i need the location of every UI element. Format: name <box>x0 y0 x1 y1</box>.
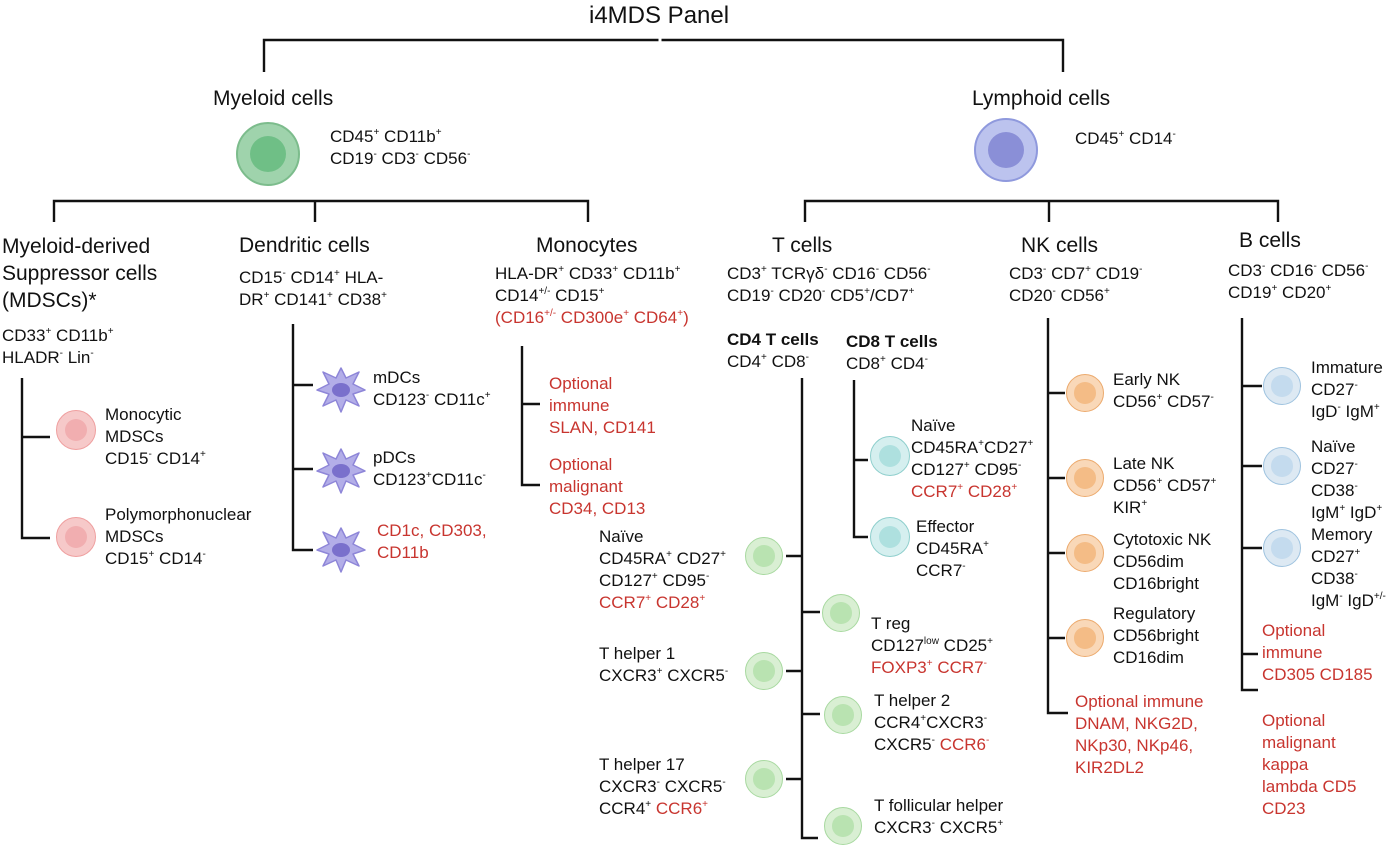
lymphoid-markers: CD45+ CD14- <box>1075 129 1176 148</box>
th2-label: T helper 2 CCR4+CXCR3- CXCR5- CCR6- <box>874 691 990 754</box>
cytotoxic-nk-cell-icon <box>1066 534 1104 572</box>
monocytes-heading: Monocytes <box>536 234 638 257</box>
memory-b-cell-icon <box>1263 529 1301 567</box>
th1-label: T helper 1 CXCR3+ CXCR5- <box>599 644 729 685</box>
dendritic-cell-icon <box>316 367 366 413</box>
dendritic-cell-icon <box>316 527 366 573</box>
mdcs-label: mDCs CD123- CD11c+ <box>373 368 491 409</box>
immature-b-cell-icon <box>1263 367 1301 405</box>
b-cells-markers: CD3- CD16- CD56- CD19+ CD20+ <box>1228 261 1369 302</box>
myeloid-cell-icon <box>236 122 300 186</box>
naive-b-cell-icon <box>1263 447 1301 485</box>
dendritic-heading: Dendritic cells <box>239 234 370 257</box>
myeloid-heading: Myeloid cells <box>213 87 334 110</box>
cd4-naive-label: Naïve CD45RA+ CD27+ CD127+ CD95- CCR7+ C… <box>599 527 726 612</box>
b-optional-immune: Optional immune CD305 CD185 <box>1262 621 1373 684</box>
cd4-naive-cell-icon <box>745 537 783 575</box>
lymphoid-heading: Lymphoid cells <box>972 87 1111 110</box>
nk-cells-heading: NK cells <box>1021 234 1099 257</box>
th1-cell-icon <box>745 652 783 690</box>
dendritic-markers: CD15- CD14+ HLA- DR+ CD141+ CD38+ <box>239 268 387 309</box>
treg-cell-icon <box>822 594 860 632</box>
immature-b-label: Immature CD27- IgD- IgM+ <box>1311 358 1383 421</box>
pdcs-label: pDCs CD123+CD11c- <box>373 448 486 489</box>
mdsc-heading: Myeloid-derived Suppressor cells (MDSCs)… <box>2 235 158 312</box>
b-optional-malignant: Optional malignant kappa lambda CD5 CD23 <box>1262 711 1357 818</box>
b-cells-heading: B cells <box>1239 229 1301 252</box>
t-cells-heading: T cells <box>772 234 833 257</box>
cd8-t-cells-heading: CD8 T cells CD8+ CD4- <box>846 332 938 373</box>
myeloid-markers: CD45+ CD11b+ CD19- CD3- CD56- <box>330 127 471 168</box>
regulatory-nk-cell-icon <box>1066 619 1104 657</box>
monocytic-mdsc-cell-icon <box>56 410 96 450</box>
lymphoid-cell-icon <box>974 118 1038 182</box>
treg-label: T reg CD127low CD25+ FOXP3+ CCR7- <box>871 614 993 677</box>
cd4-t-cells-heading: CD4 T cells CD4+ CD8- <box>727 330 819 371</box>
monocytes-optional-malignant: Optional malignant CD34, CD13 <box>549 455 646 518</box>
late-nk-cell-icon <box>1066 459 1104 497</box>
polymorphonuclear-mdsc-cell-icon <box>56 517 96 557</box>
th17-label: T helper 17 CXCR3- CXCR5- CCR4+ CCR6+ <box>599 755 726 818</box>
nk-optional-markers: Optional immune DNAM, NKG2D, NKp30, NKp4… <box>1075 692 1204 777</box>
naive-b-label: Naïve CD27- CD38- IgM+ IgD+ <box>1311 437 1383 522</box>
nk-cells-markers: CD3- CD7+ CD19- CD20- CD56+ <box>1009 264 1143 305</box>
page-title: i4MDS Panel <box>589 2 730 29</box>
monocytic-mdsc-label: Monocytic MDSCs CD15- CD14+ <box>105 405 206 468</box>
cd8-effector-label: Effector CD45RA+ CCR7- <box>916 517 989 580</box>
late-nk-label: Late NK CD56+ CD57+ KIR+ <box>1113 454 1217 517</box>
monocytes-markers: HLA-DR+ CD33+ CD11b+ CD14+/- CD15+ (CD16… <box>495 264 689 327</box>
regulatory-nk-label: Regulatory CD56bright CD16dim <box>1113 604 1199 667</box>
early-nk-label: Early NK CD56+ CD57- <box>1113 370 1214 411</box>
cd8-naive-cell-icon <box>870 436 910 476</box>
cd8-effector-cell-icon <box>870 517 910 557</box>
cd8-naive-label: Naïve CD45RA+CD27+ CD127+ CD95- CCR7+ CD… <box>911 416 1034 501</box>
tfh-label: T follicular helper CXCR3- CXCR5+ <box>874 796 1004 837</box>
polymorphonuclear-mdsc-label: Polymorphonuclear MDSCs CD15+ CD14- <box>105 505 252 568</box>
early-nk-cell-icon <box>1066 374 1104 412</box>
th2-cell-icon <box>824 696 862 734</box>
dendritic-cell-icon <box>316 448 366 494</box>
t-cells-markers: CD3+ TCRγδ- CD16- CD56- CD19- CD20- CD5+… <box>727 264 931 305</box>
monocytes-optional-immune: Optional immune SLAN, CD141 <box>549 374 656 437</box>
cytotoxic-nk-label: Cytotoxic NK CD56dim CD16bright <box>1113 530 1212 593</box>
mdsc-markers: CD33+ CD11b+ HLADR- Lin- <box>2 326 114 367</box>
tfh-cell-icon <box>824 807 862 845</box>
th17-cell-icon <box>745 760 783 798</box>
memory-b-label: Memory CD27+ CD38- IgM- IgD+/- <box>1311 525 1386 610</box>
dendritic-optional-markers: CD1c, CD303, CD11b <box>377 521 487 562</box>
